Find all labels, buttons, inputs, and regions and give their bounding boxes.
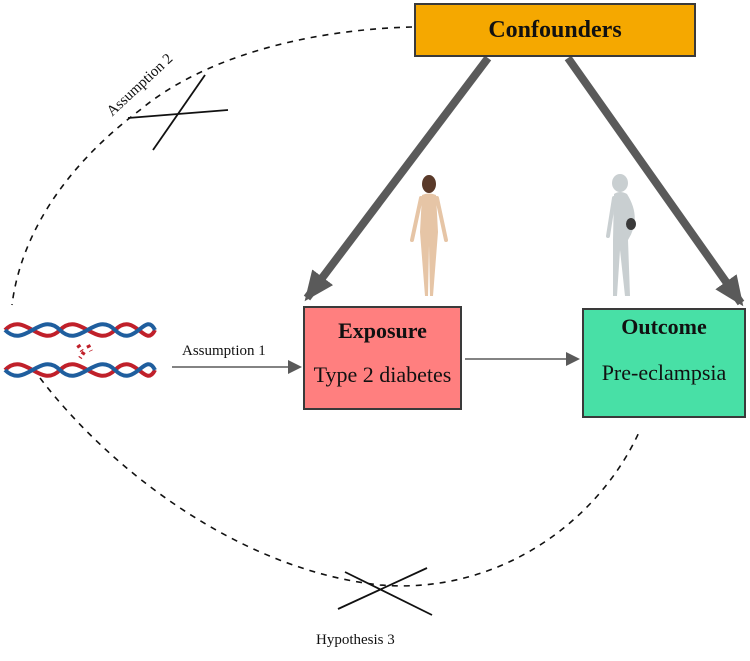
confounders-to-exposure-arrow bbox=[303, 55, 492, 302]
assumption1-label: Assumption 1 bbox=[182, 343, 266, 359]
hypothesis3-label: Hypothesis 3 bbox=[316, 632, 395, 648]
dna-double-helix-icon bbox=[3, 322, 157, 378]
woman-figure-icon bbox=[410, 175, 448, 296]
outcome-subtitle: Pre-eclampsia bbox=[601, 360, 727, 385]
outcome-node: Outcome Pre-eclampsia bbox=[582, 308, 746, 418]
exposure-title: Exposure bbox=[338, 318, 427, 343]
hypothesis3-dashed-path bbox=[39, 377, 641, 587]
pregnant-woman-figure-icon bbox=[606, 174, 636, 296]
confounders-title: Confounders bbox=[488, 17, 622, 43]
assumption2-cross-icon bbox=[127, 74, 229, 151]
hypothesis3-cross-icon bbox=[337, 567, 433, 616]
outcome-title: Outcome bbox=[621, 314, 707, 339]
exposure-node: Exposure Type 2 diabetes bbox=[303, 306, 462, 410]
exposure-subtitle: Type 2 diabetes bbox=[313, 362, 452, 387]
confounders-node: Confounders bbox=[414, 3, 696, 57]
confounders-to-outcome-arrow bbox=[564, 55, 745, 307]
assumption2-dashed-path bbox=[11, 26, 413, 306]
